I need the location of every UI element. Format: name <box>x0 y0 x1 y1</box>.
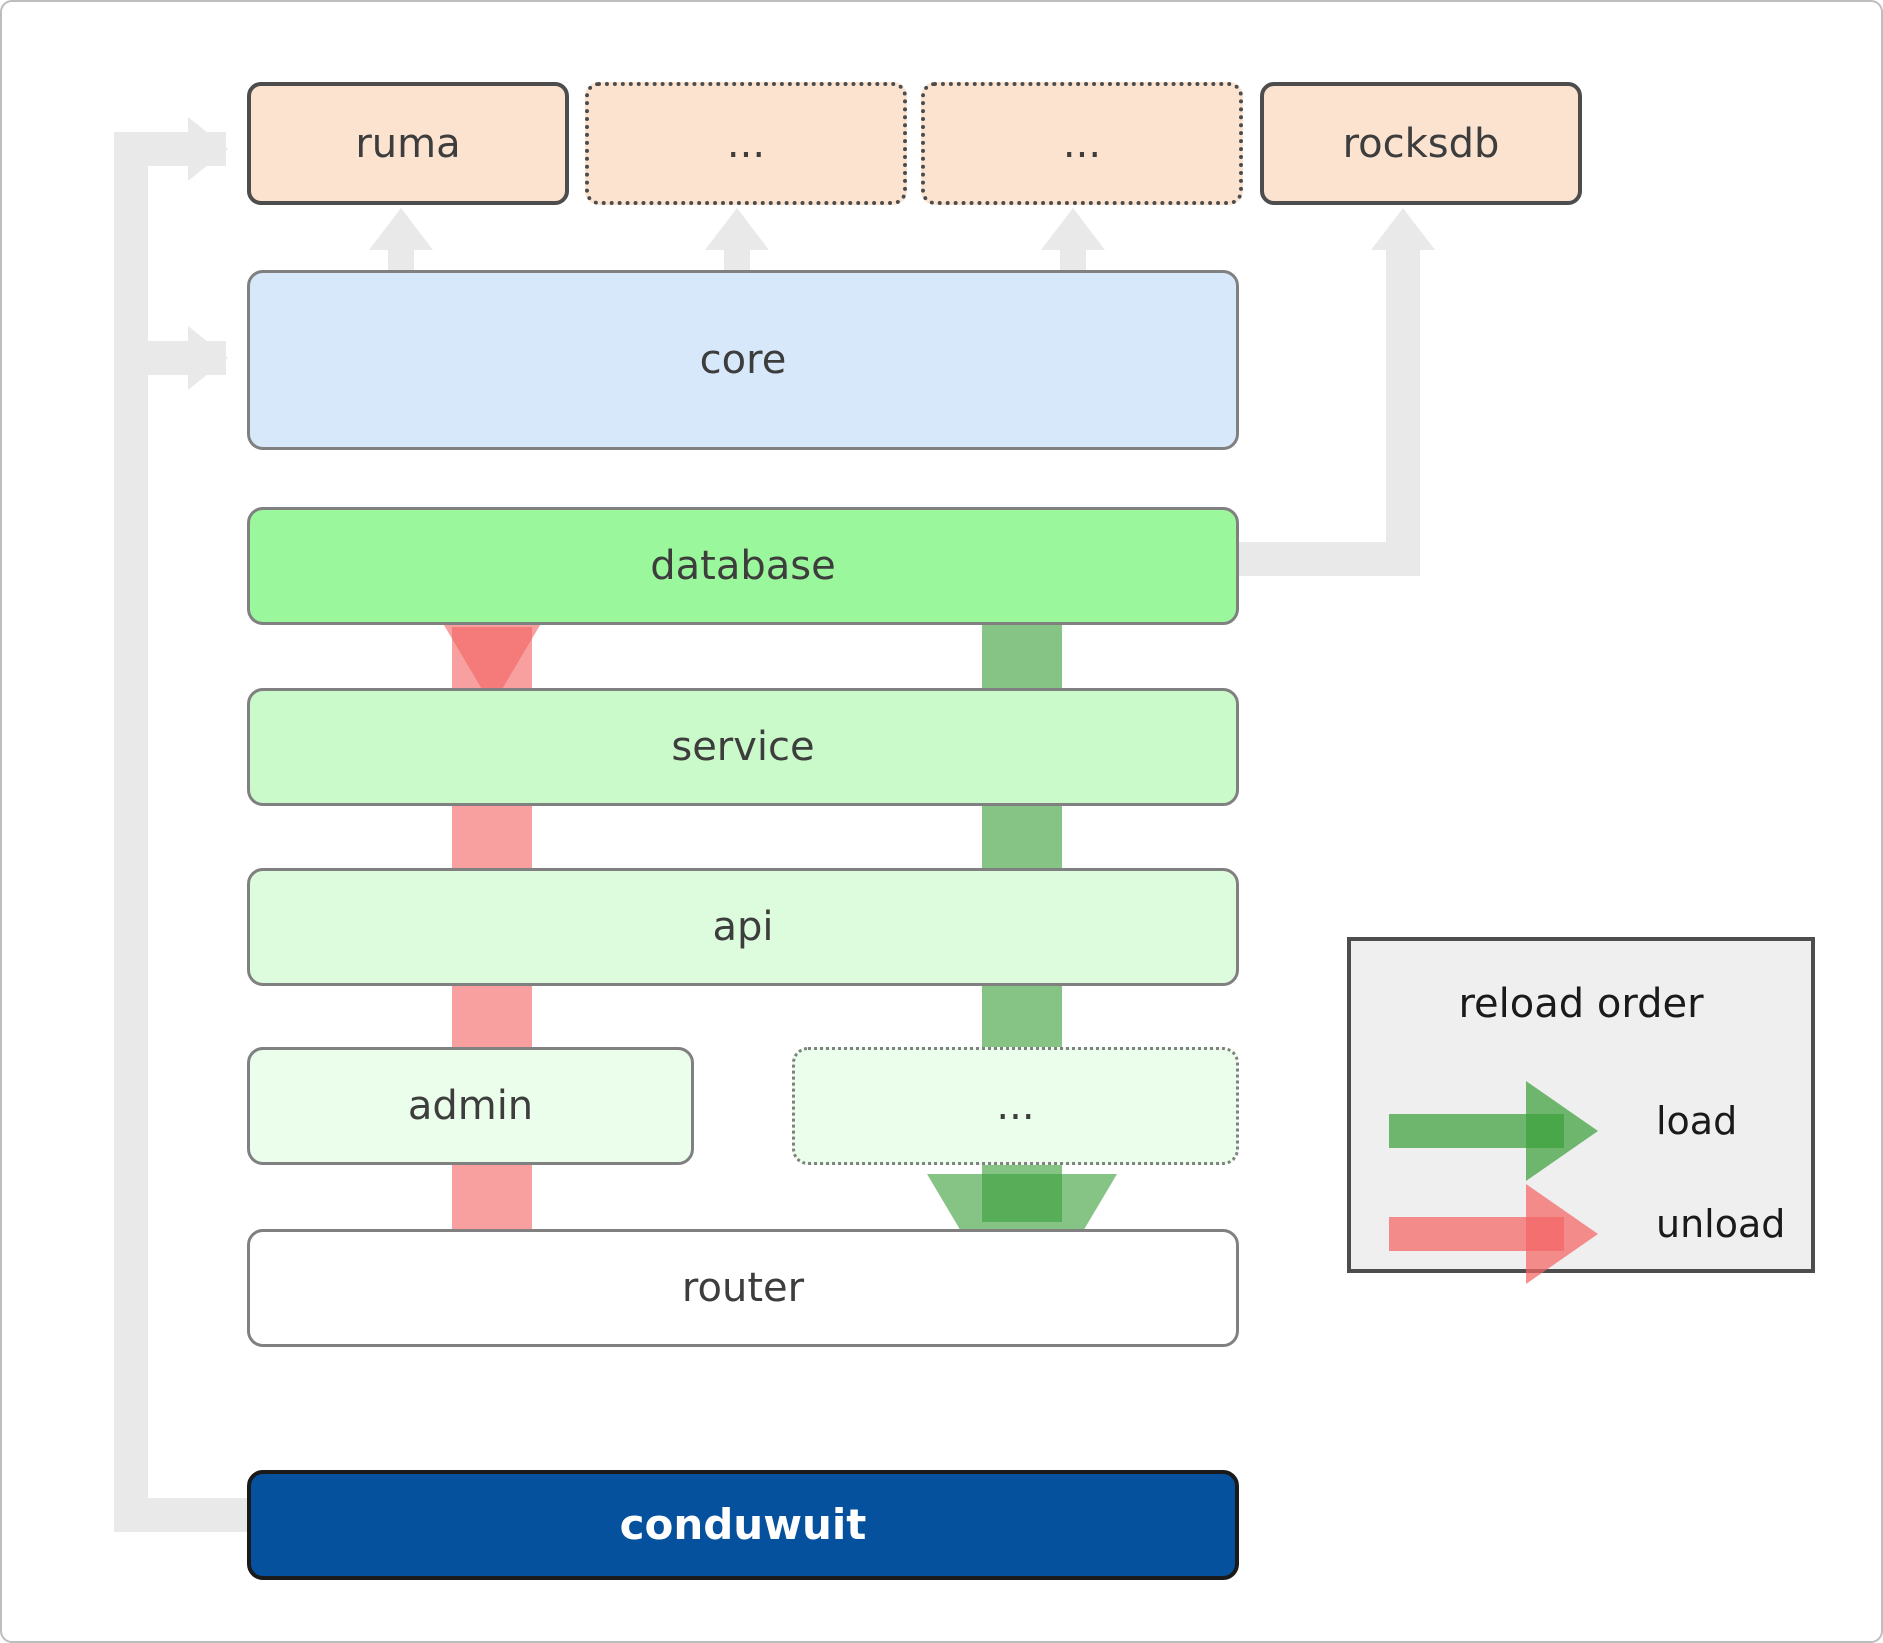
connector-database-to-rocksdb-vertical <box>1386 234 1420 576</box>
connector-arrow-ruma <box>188 117 228 181</box>
node-admin[interactable]: admin <box>247 1047 694 1165</box>
node-dep-ellipsis-2[interactable]: ... <box>921 82 1243 205</box>
node-conduwuit-label: conduwuit <box>619 1499 867 1549</box>
legend-unload-head <box>1526 1184 1598 1284</box>
node-database-label: database <box>650 543 836 589</box>
node-dep-ellipsis-1-label: ... <box>726 120 766 167</box>
node-admin-label: admin <box>407 1083 534 1129</box>
node-database[interactable]: database <box>247 507 1239 625</box>
node-service[interactable]: service <box>247 688 1239 806</box>
legend-unload-label: unload <box>1656 1202 1786 1246</box>
connector-rocksdb-arrow <box>1371 208 1435 250</box>
legend-load-head <box>1526 1081 1598 1181</box>
connector-core-to-dep2-arrow <box>1041 208 1105 250</box>
node-core-label: core <box>699 337 787 383</box>
node-layer-ellipsis[interactable]: ... <box>792 1047 1239 1165</box>
node-dep-ellipsis-2-label: ... <box>1062 120 1102 167</box>
node-api-label: api <box>712 904 774 950</box>
node-api[interactable]: api <box>247 868 1239 986</box>
node-router-label: router <box>681 1265 805 1311</box>
node-router[interactable]: router <box>247 1229 1239 1347</box>
node-rocksdb-label: rocksdb <box>1342 120 1500 167</box>
connector-branch-app <box>114 1498 254 1532</box>
legend-panel: reload order load unload <box>1347 937 1815 1284</box>
node-rocksdb[interactable]: rocksdb <box>1260 82 1582 205</box>
legend-row-load: load <box>1351 1081 1811 1181</box>
node-ruma-label: ruma <box>355 120 461 167</box>
node-dep-ellipsis-1[interactable]: ... <box>585 82 907 205</box>
node-core[interactable]: core <box>247 270 1239 450</box>
node-layer-ellipsis-label: ... <box>996 1083 1035 1129</box>
node-conduwuit[interactable]: conduwuit <box>247 1470 1239 1580</box>
connector-core-to-dep1-arrow <box>705 208 769 250</box>
legend-load-label: load <box>1656 1099 1738 1143</box>
connector-arrow-core <box>188 326 228 390</box>
connector-core-to-ruma-arrow <box>369 208 433 250</box>
legend-title: reload order <box>1458 981 1704 1027</box>
legend-row-unload: unload <box>1351 1184 1811 1284</box>
node-ruma[interactable]: ruma <box>247 82 569 205</box>
node-service-label: service <box>671 724 815 770</box>
